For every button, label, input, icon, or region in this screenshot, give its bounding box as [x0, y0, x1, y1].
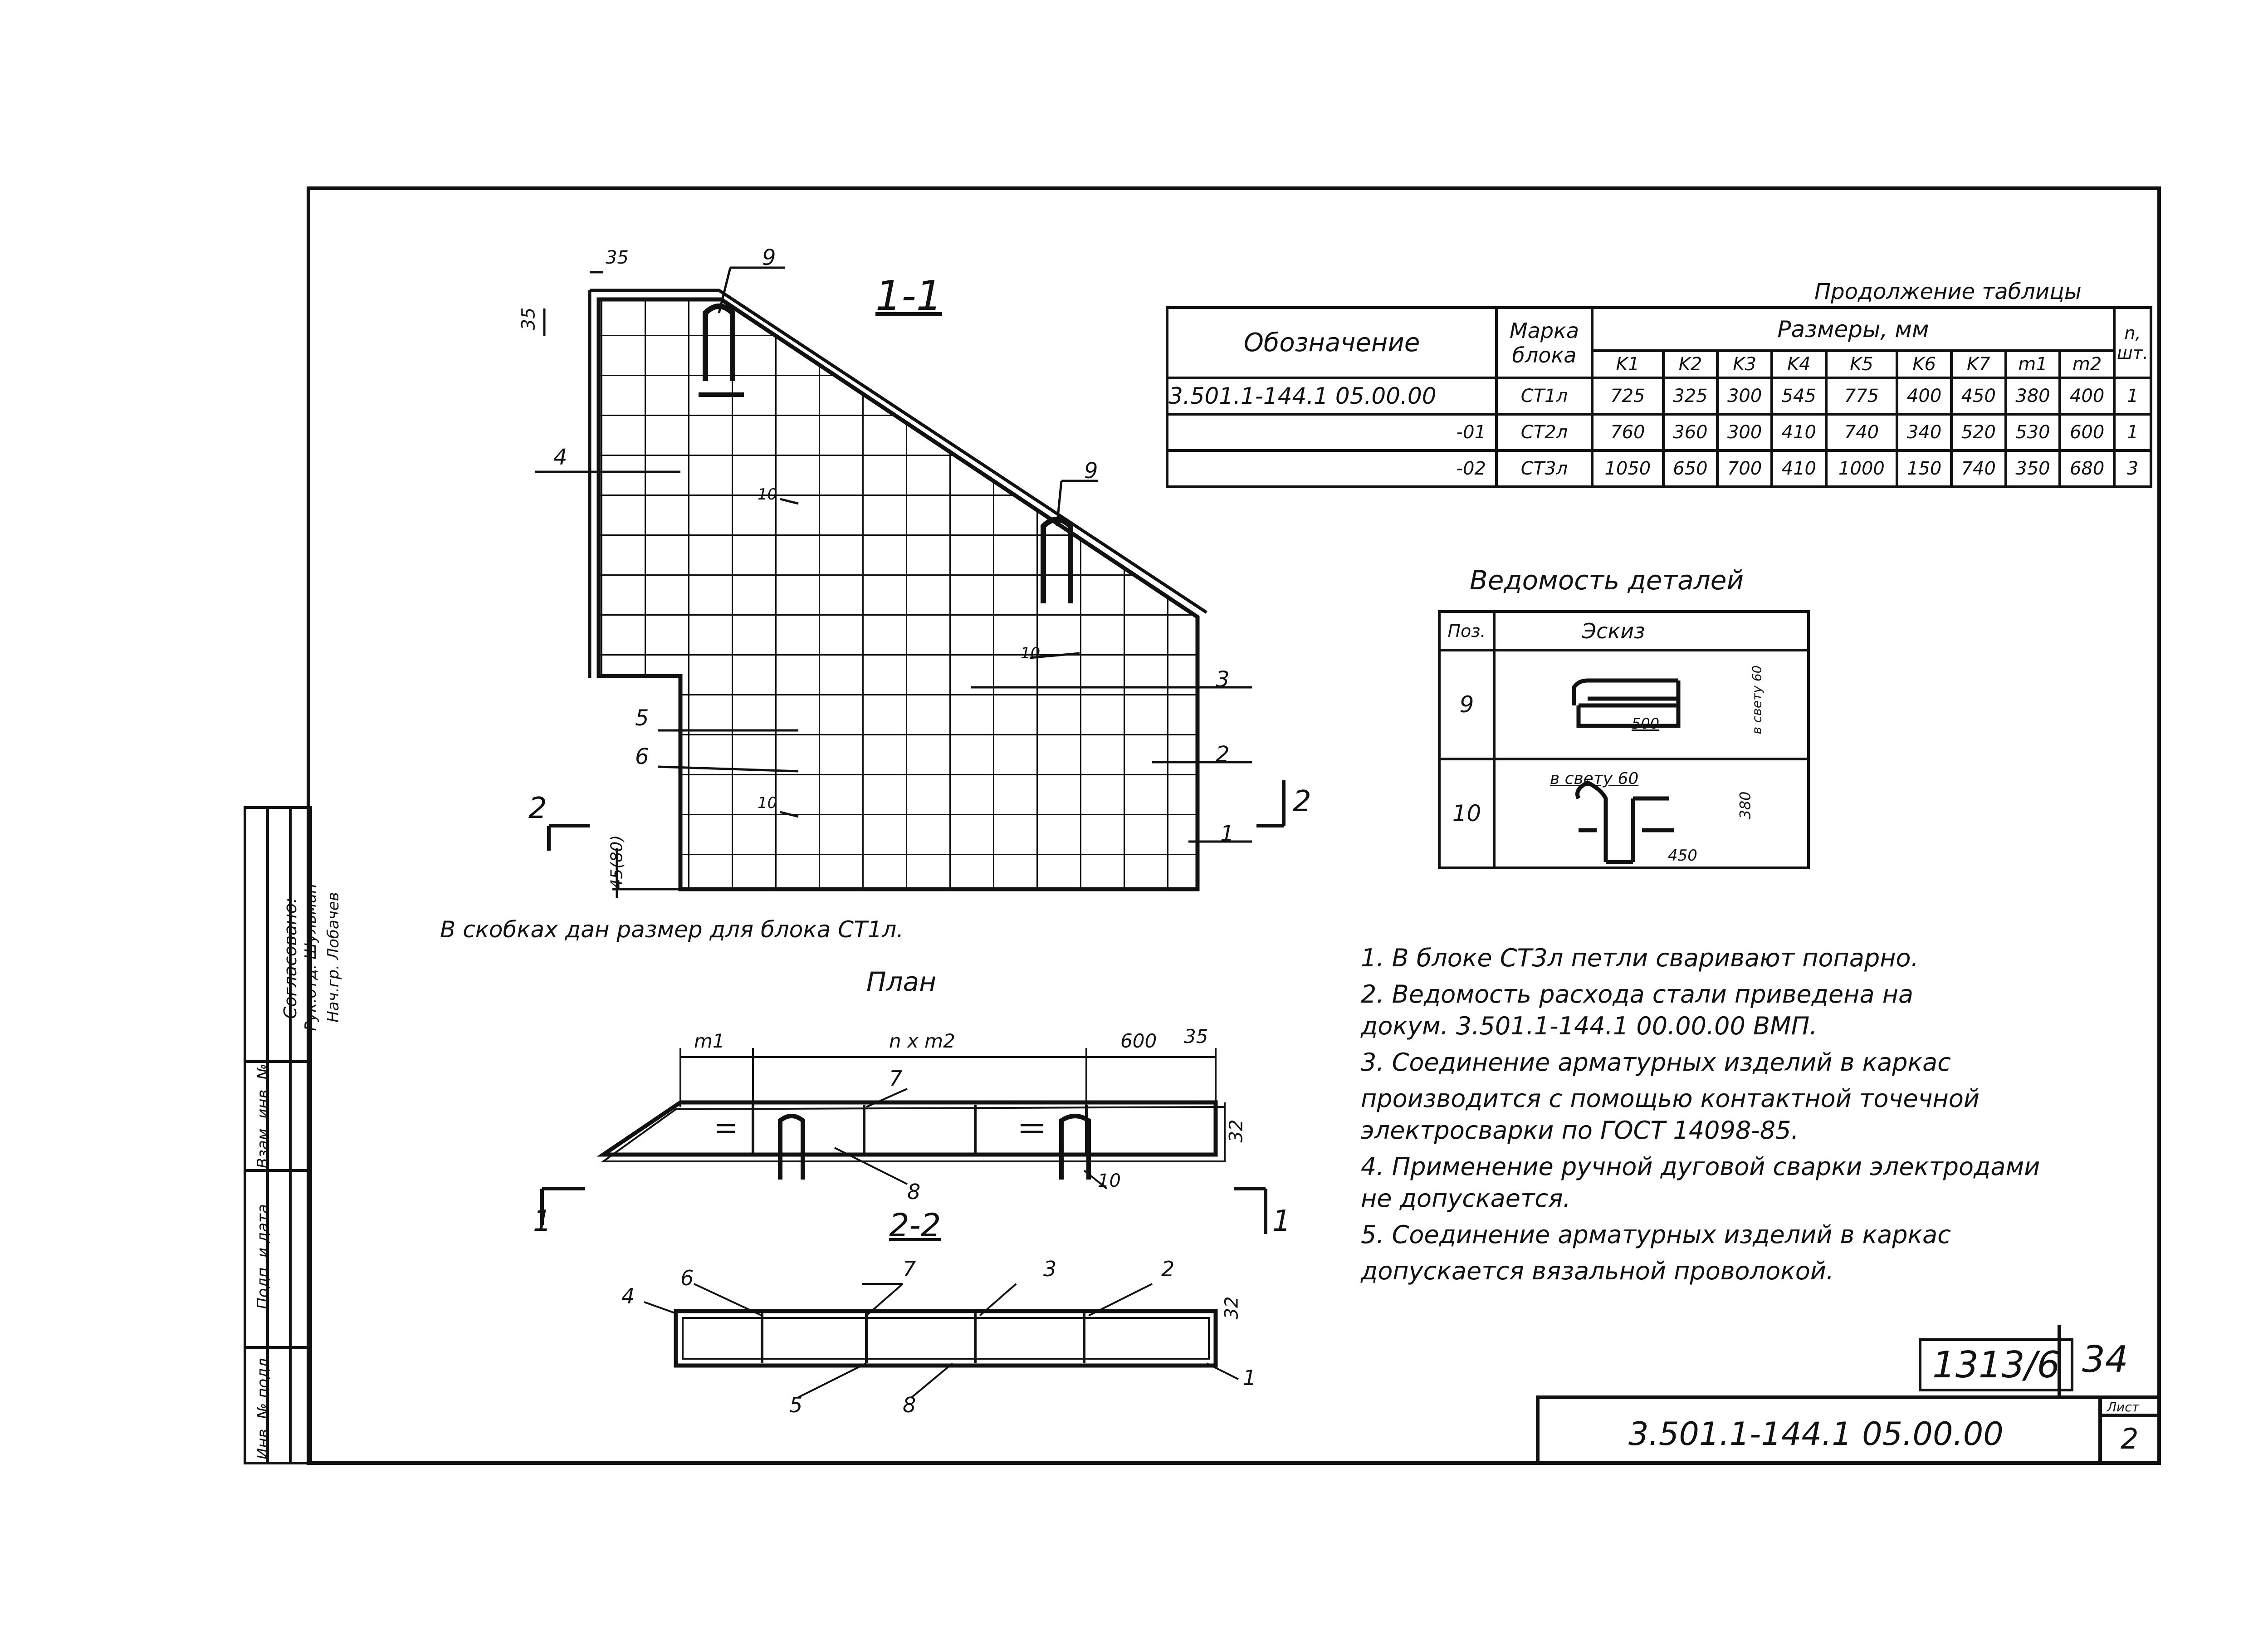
table-row: 10 450 380 в свету 60 — [1438, 758, 1810, 869]
note-line: докум. 3.501.1-144.1 00.00.00 ВМП. — [1361, 1012, 1818, 1040]
table-row: -01 СТ2л 760 360 300 410 740 340 520 530… — [1166, 413, 2152, 452]
callout-9: 9 — [762, 245, 776, 270]
bracket-note: В скобках дан размер для блока СТ1л. — [440, 916, 904, 943]
dim-32-section: 32 — [1221, 1296, 1242, 1320]
th-m1: m1 — [2004, 349, 2062, 379]
side-stamp-inv-orig: Инв. № подл. — [254, 1353, 272, 1460]
th-designation: Обозначение — [1166, 306, 1498, 379]
side-stamp-agreed: Согласовано: — [280, 897, 300, 1019]
th-k4: K4 — [1770, 349, 1828, 379]
side-stamp-sign-date: Подп. и дата — [254, 1204, 272, 1309]
callout-2: 2 — [1216, 742, 1230, 767]
callout-4: 4 — [553, 445, 567, 470]
sheet-frame — [307, 186, 2161, 1465]
doc-code: 3.501.1-144.1 05.00.00 — [1628, 1415, 2004, 1453]
th-n: n, шт. — [2113, 306, 2152, 379]
callout-10: 10 — [758, 794, 777, 812]
sizes-table: Обозначение Марка блока Размеры, мм n, ш… — [1166, 306, 2152, 488]
details-h-sketch: Эскиз — [1493, 610, 1810, 651]
dim-35-top: 35 — [606, 247, 629, 268]
table-row: 9 500 в свету 60 — [1438, 649, 1810, 760]
th-k6: K6 — [1896, 349, 1953, 379]
dim-45-80: 45(80) — [607, 835, 626, 890]
dim-32-plan: 32 — [1226, 1119, 1247, 1143]
details-title: Ведомость деталей — [1470, 565, 1744, 596]
th-k7: K7 — [1950, 349, 2007, 379]
th-sizes: Размеры, мм — [1591, 306, 2116, 352]
note-line: 1. В блоке СТ3л петли сваривают попарно. — [1361, 944, 1919, 972]
section-1-1-dimensions — [535, 266, 1252, 898]
table-row: -02 СТ3л 1050 650 700 410 1000 150 740 3… — [1166, 449, 2152, 488]
th-m2: m2 — [2058, 349, 2116, 379]
side-stamp-name-1: Рук.отд. Шульман — [302, 883, 320, 1031]
section-1-1-block — [588, 289, 1207, 891]
callout-3: 3 — [1216, 667, 1230, 692]
dim-600: 600 — [1120, 1030, 1157, 1052]
side-stamp-inv-sub: Взам. инв. № — [254, 1063, 272, 1169]
th-k3: K3 — [1716, 349, 1773, 379]
note-line: 2. Ведомость расхода стали приведена на — [1361, 980, 1914, 1009]
callout-1: 1 — [1243, 1366, 1256, 1390]
side-stamp-frame — [244, 806, 312, 1464]
section-1-1-title: 1-1 — [875, 272, 942, 320]
sheet-number: 2 — [2121, 1422, 2139, 1455]
side-stamp-name-2: Нач.гр. Лобачев — [324, 892, 342, 1023]
dim-m1: m1 — [694, 1030, 725, 1052]
sheet-label: Лист — [2107, 1400, 2139, 1415]
callout-9: 9 — [1084, 458, 1098, 484]
details-table: Поз. Эскиз 9 500 в свету 60 10 450 380 в… — [1438, 610, 1810, 869]
callout-10: 10 — [758, 485, 777, 504]
dim-n-x-m2: n x m2 — [889, 1030, 955, 1052]
note-line: производится с помощью контактной точечн… — [1361, 1084, 1980, 1113]
archive-number: 1313/6 — [1919, 1338, 2074, 1391]
note-line: допускается вязальной проволокой. — [1361, 1257, 1834, 1285]
plan-title: План — [866, 966, 937, 997]
section-mark-2-left: 2 — [528, 792, 547, 825]
callout-2: 2 — [1161, 1257, 1175, 1281]
plan-view — [596, 1048, 1226, 1190]
callout-4: 4 — [621, 1284, 635, 1308]
section-mark-2-right: 2 — [1293, 785, 1311, 818]
note-line: не допускается. — [1361, 1184, 1571, 1213]
callout-10: 10 — [1021, 644, 1041, 662]
callout-1: 1 — [1220, 821, 1234, 847]
note-line: электросварки по ГОСТ 14098-85. — [1361, 1116, 1799, 1145]
section-cut-marks — [540, 780, 1286, 1234]
callout-8: 8 — [903, 1393, 916, 1417]
page-number: 34 — [2082, 1338, 2128, 1381]
callout-8: 8 — [907, 1180, 921, 1204]
details-h-pos: Поз. — [1438, 610, 1496, 651]
callout-7: 7 — [889, 1066, 903, 1091]
callout-6: 6 — [680, 1266, 694, 1290]
title-block-frame — [1536, 1325, 2161, 1465]
section-2-2-title: 2-2 — [889, 1207, 941, 1244]
section-mark-1-left: 1 — [533, 1204, 552, 1238]
th-k5: K5 — [1824, 349, 1899, 379]
callout-6: 6 — [635, 744, 649, 769]
callout-7: 7 — [903, 1257, 916, 1281]
table-continuation-title: Продолжение таблицы — [1814, 279, 2082, 304]
section-2-2-view — [644, 1283, 1239, 1398]
callout-3: 3 — [1043, 1257, 1057, 1281]
th-k1: K1 — [1591, 349, 1665, 379]
dim-35-plan: 35 — [1184, 1025, 1208, 1048]
note-line: 3. Соединение арматурных изделий в карка… — [1361, 1048, 1951, 1077]
callout-5: 5 — [789, 1393, 803, 1417]
note-line: 5. Соединение арматурных изделий в карка… — [1361, 1220, 1951, 1249]
note-line: 4. Применение ручной дуговой сварки элек… — [1361, 1152, 2040, 1181]
callout-10: 10 — [1098, 1170, 1121, 1191]
th-mark: Марка блока — [1495, 306, 1593, 379]
section-mark-1-right: 1 — [1272, 1204, 1291, 1238]
dim-35-side: 35 — [518, 307, 539, 331]
th-k2: K2 — [1662, 349, 1719, 379]
table-row: 3.501.1-144.1 05.00.00 СТ1л 725 325 300 … — [1166, 377, 2152, 416]
callout-5: 5 — [635, 705, 649, 731]
